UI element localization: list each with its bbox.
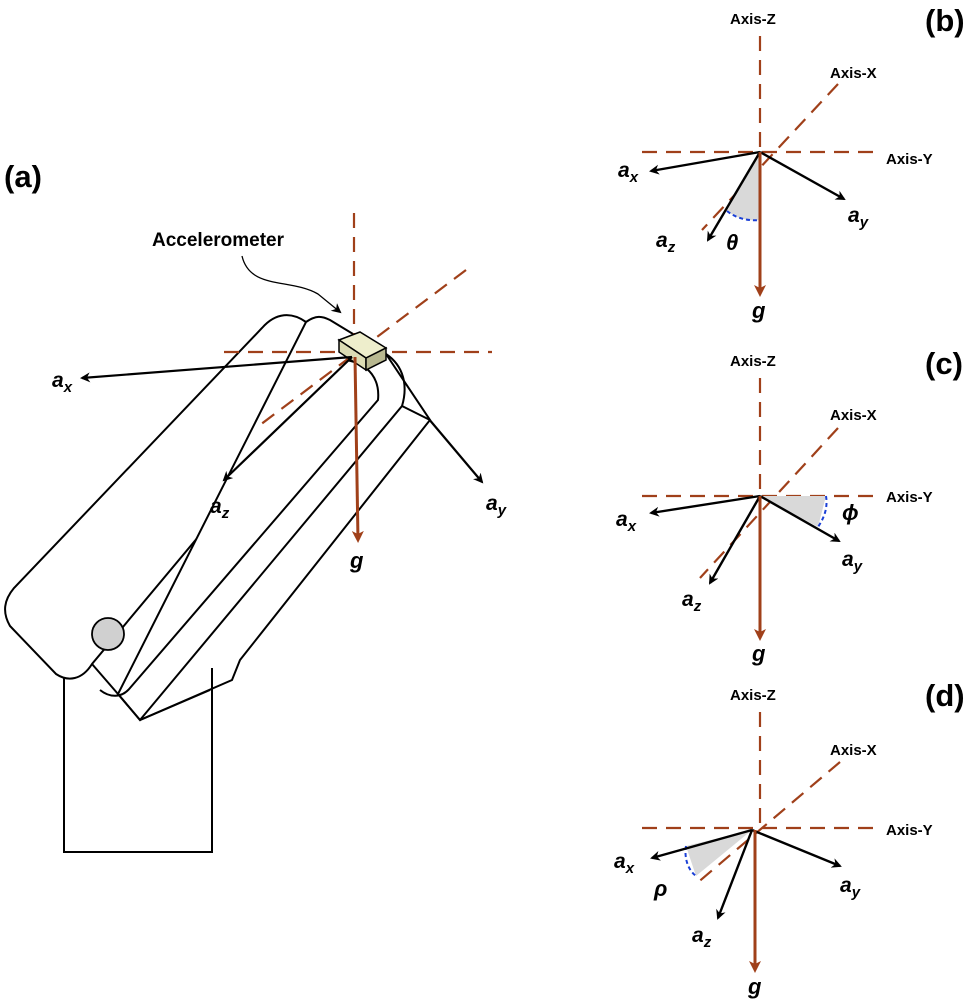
vector-ay [751, 828, 842, 868]
axis-z-label: Axis-Z [730, 687, 776, 704]
accelerometer-label: Accelerometer [152, 230, 285, 251]
vector-az-label: az [210, 495, 230, 522]
angle-phi-arc [817, 495, 828, 528]
angle-rho-label: ρ [653, 876, 667, 901]
panel-c: (c) Axis-Z Axis-X Axis-Y ax az ay ϕ g [616, 346, 963, 666]
vector-ay-label: ay [848, 204, 869, 231]
angle-theta-label: θ [726, 230, 738, 255]
vector-az-label: az [682, 588, 702, 615]
vector-g [351, 356, 364, 543]
accelerometer-callout [241, 255, 342, 314]
vector-ay-label: ay [840, 874, 861, 901]
vector-g-label: g [751, 298, 766, 323]
vector-ay [759, 494, 841, 543]
vector-ay [427, 417, 484, 484]
angle-phi-label: ϕ [842, 500, 859, 525]
vector-ay-label: ay [842, 548, 863, 575]
panel-d: (d) Axis-Z Axis-X Axis-Y ax az ay ρ g [614, 678, 965, 999]
vector-az-label: az [656, 229, 676, 256]
vector-az [222, 356, 353, 482]
vector-ax-label: ax [614, 850, 635, 877]
device-stand [63, 668, 213, 853]
vector-az-label: az [692, 924, 712, 951]
vector-ax [80, 355, 353, 383]
angle-rho-fill [686, 830, 752, 876]
panel-b: (b) Axis-Z Axis-X Axis-Y ax az ay θ g [618, 3, 965, 323]
panel-c-axes [642, 378, 880, 579]
vector-ay-label: ay [486, 492, 507, 519]
accelerometer-sensor [337, 331, 388, 372]
panel-d-label: (d) [925, 678, 965, 713]
angle-theta-arc [726, 210, 762, 222]
angle-phi-fill [760, 496, 826, 527]
panel-c-label: (c) [925, 346, 963, 381]
vector-ax [650, 828, 753, 861]
panel-a-label: (a) [4, 159, 42, 194]
axis-z-label: Axis-Z [730, 11, 776, 28]
device-body [4, 314, 432, 722]
axis-x-label: Axis-X [830, 407, 877, 424]
device-button [91, 617, 125, 651]
vector-ay [759, 150, 846, 201]
vector-az [708, 495, 762, 585]
axis-x-label: Axis-X [830, 65, 877, 82]
panel-b-label: (b) [925, 3, 965, 38]
vector-ax-label: ax [618, 159, 639, 186]
vector-az [716, 829, 754, 920]
axis-x-label: Axis-X [830, 742, 877, 759]
vector-az [706, 151, 762, 242]
axis-y-label: Axis-Y [886, 489, 933, 506]
vector-g-label: g [751, 641, 766, 666]
vector-ax [649, 494, 761, 517]
vector-ax [649, 150, 761, 175]
panel-a: (a) Accelerometer [4, 159, 507, 853]
axis-y-label: Axis-Y [886, 151, 933, 168]
axis-z-label: Axis-Z [730, 353, 776, 370]
angle-theta-fill [727, 152, 761, 221]
vector-ax-label: ax [52, 369, 73, 396]
vector-g-label: g [747, 974, 762, 999]
axis-y-label: Axis-Y [886, 822, 933, 839]
panel-d-axes [642, 712, 880, 885]
vector-ax-label: ax [616, 508, 637, 535]
vector-g-label: g [349, 548, 364, 573]
